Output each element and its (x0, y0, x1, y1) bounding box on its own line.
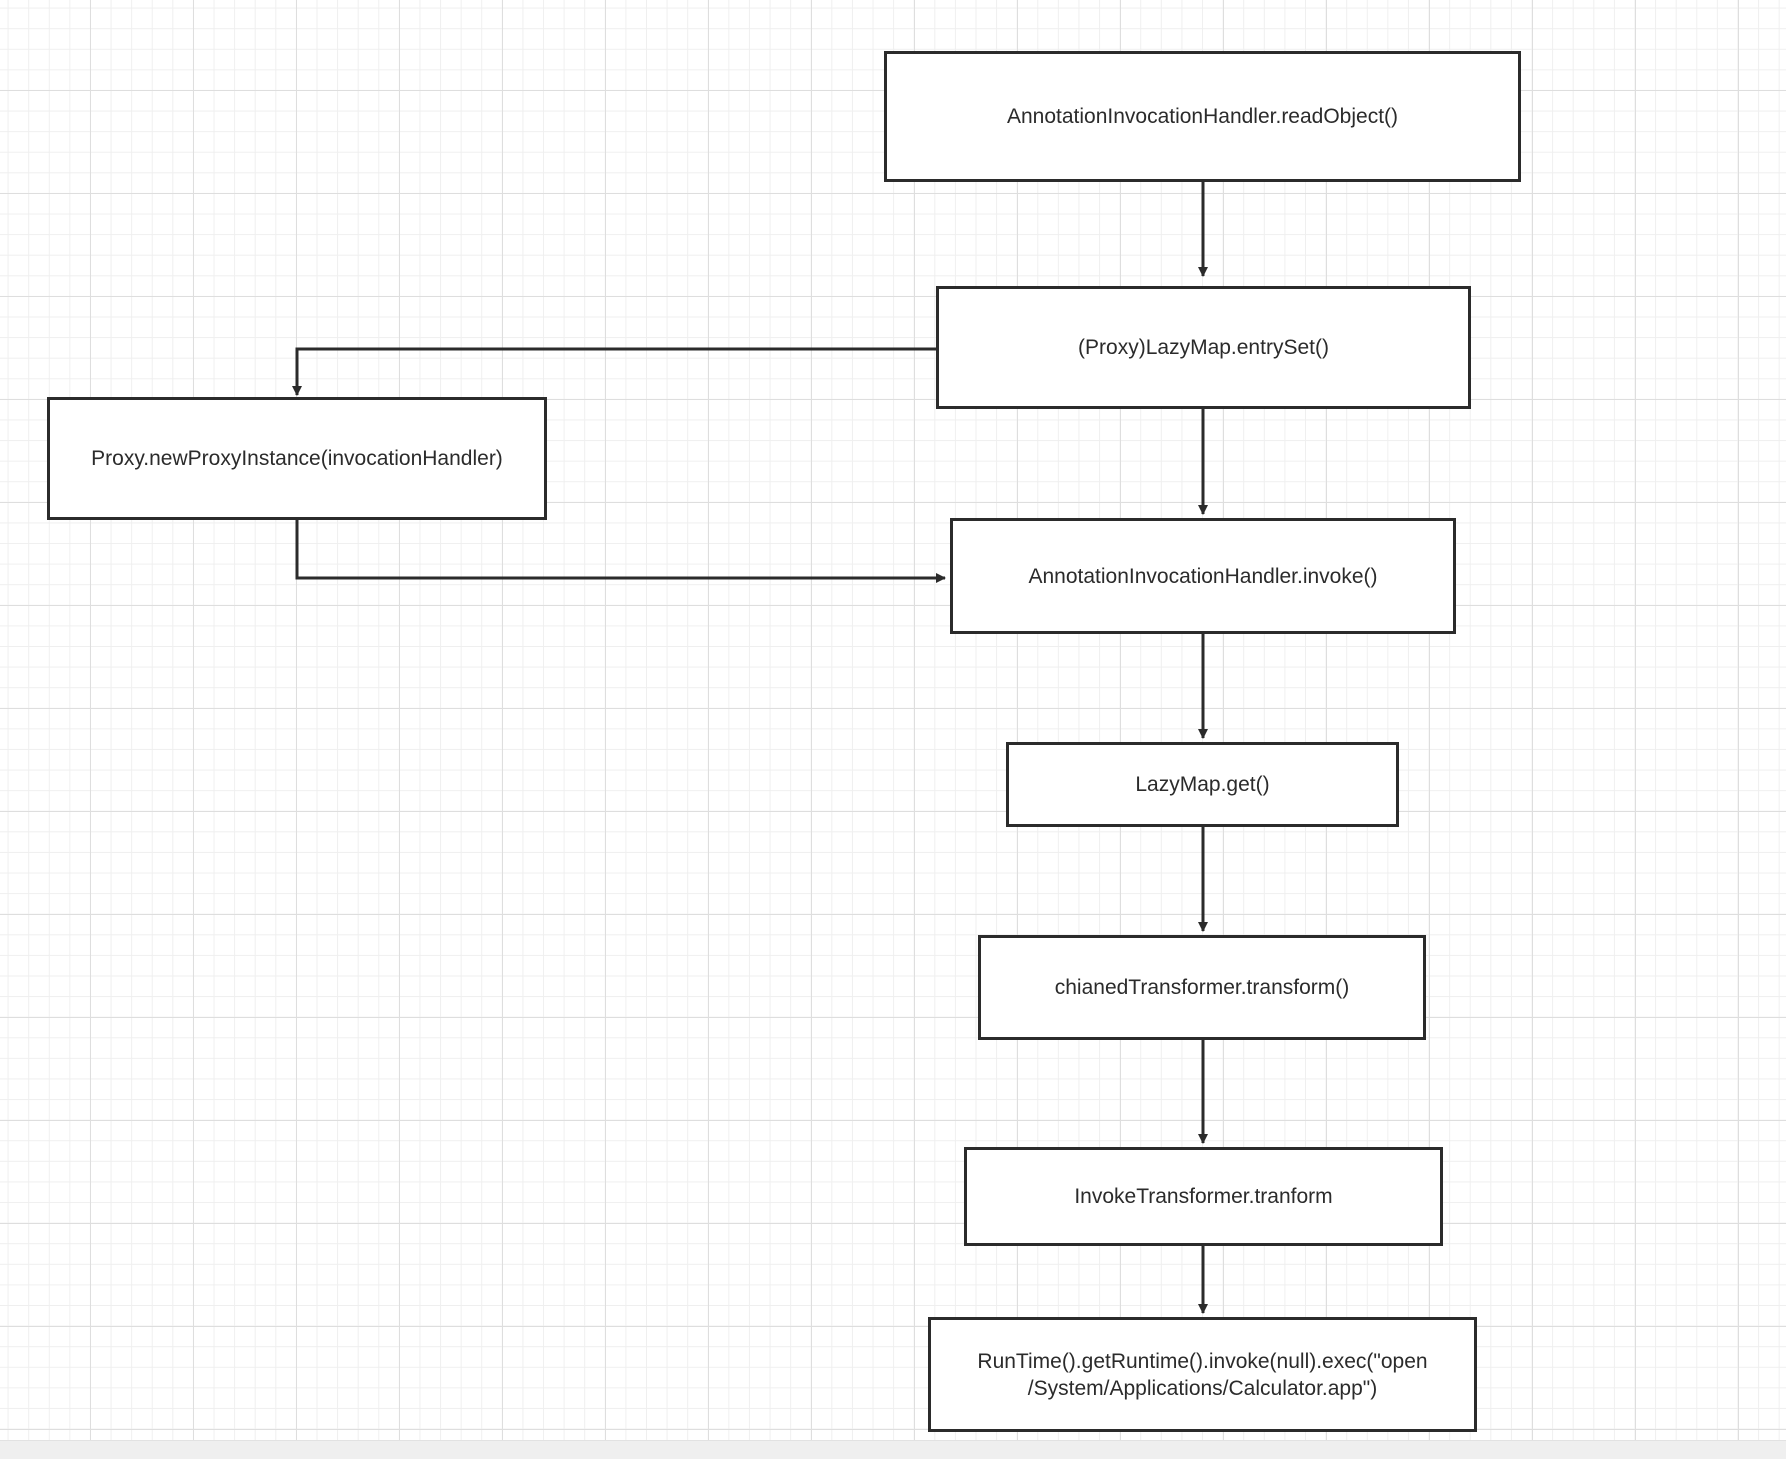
node-invoketransformer[interactable]: InvokeTransformer.tranform (964, 1147, 1443, 1246)
bottom-scrollbar[interactable] (0, 1440, 1786, 1459)
node-chainedtransform[interactable]: chianedTransformer.transform() (978, 935, 1426, 1040)
edge-entryset-to-proxyinstance (292, 347, 937, 396)
node-chainedtransform-label: chianedTransformer.transform() (1054, 976, 1350, 999)
node-proxyinstance[interactable]: Proxy.newProxyInstance(invocationHandler… (47, 397, 547, 520)
node-invoketransformer-label: InvokeTransformer.tranform (1074, 1185, 1333, 1208)
node-runtimeexec[interactable]: RunTime().getRuntime().invoke(null).exec… (928, 1317, 1477, 1432)
node-entryset-label: (Proxy)LazyMap.entrySet() (1078, 336, 1329, 359)
edge-proxyinstance-to-invoke (295, 519, 946, 583)
node-lazymapget-label: LazyMap.get() (1135, 773, 1270, 796)
node-proxyinstance-label: Proxy.newProxyInstance(invocationHandler… (91, 447, 503, 470)
node-runtimeexec-label: RunTime().getRuntime().invoke(null).exec… (977, 1349, 1428, 1400)
node-invoke-label: AnnotationInvocationHandler.invoke() (1028, 564, 1378, 588)
node-readobject-label: AnnotationInvocationHandler.readObject() (1006, 105, 1399, 128)
node-entryset[interactable]: (Proxy)LazyMap.entrySet() (936, 286, 1471, 409)
node-lazymapget[interactable]: LazyMap.get() (1006, 742, 1399, 827)
node-invoke[interactable]: AnnotationInvocationHandler.invoke() (950, 518, 1456, 634)
node-readobject[interactable]: AnnotationInvocationHandler.readObject() (884, 51, 1521, 182)
